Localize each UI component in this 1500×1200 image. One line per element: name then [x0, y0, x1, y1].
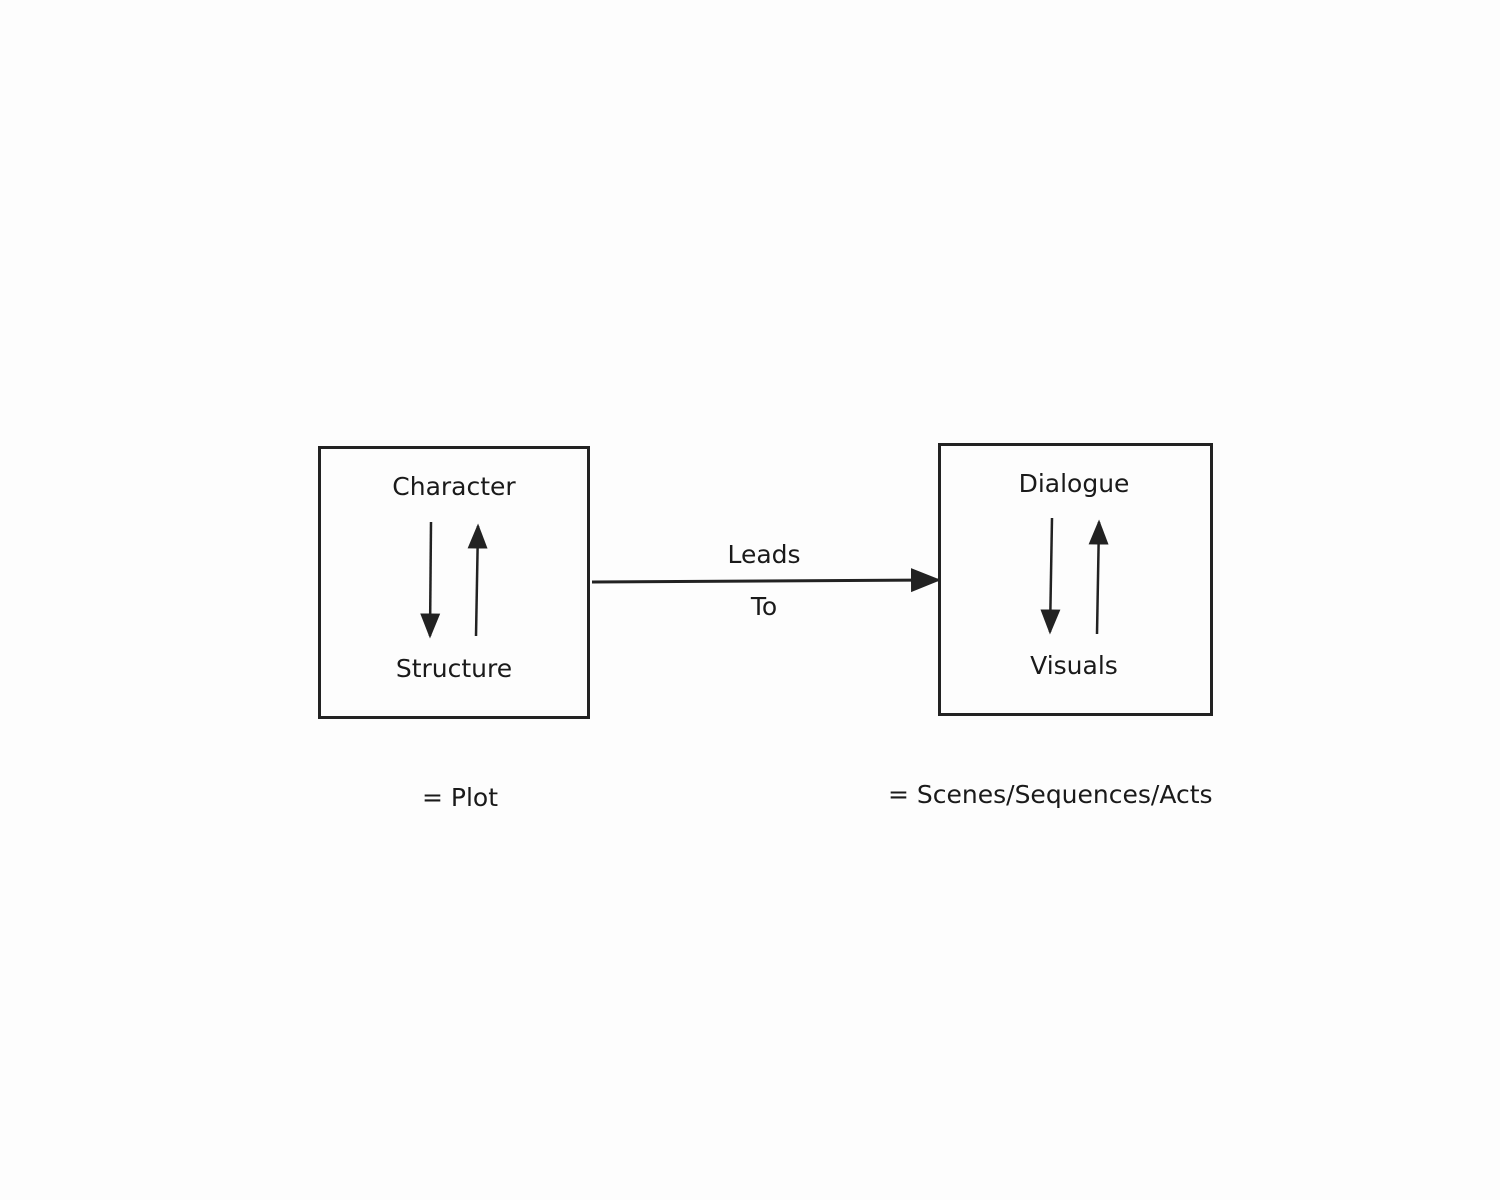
plot-equals-label: = Plot [421, 783, 498, 812]
visuals-label: Visuals [1030, 651, 1118, 680]
left-down-arrow [420, 521, 441, 639]
leads-to-arrow [591, 568, 941, 593]
to-label: To [750, 592, 778, 621]
structure-label: Structure [395, 654, 513, 683]
leads-label: Leads [727, 540, 801, 569]
scenes-box [938, 443, 1213, 716]
scenes-equals-label: = Scenes/Sequences/Acts [888, 780, 1213, 809]
right-down-arrow [1040, 517, 1061, 635]
dialogue-label: Dialogue [1018, 469, 1130, 498]
right-up-arrow [1088, 519, 1109, 635]
character-label: Character [392, 472, 516, 501]
plot-box [318, 446, 590, 719]
left-up-arrow [467, 523, 488, 637]
